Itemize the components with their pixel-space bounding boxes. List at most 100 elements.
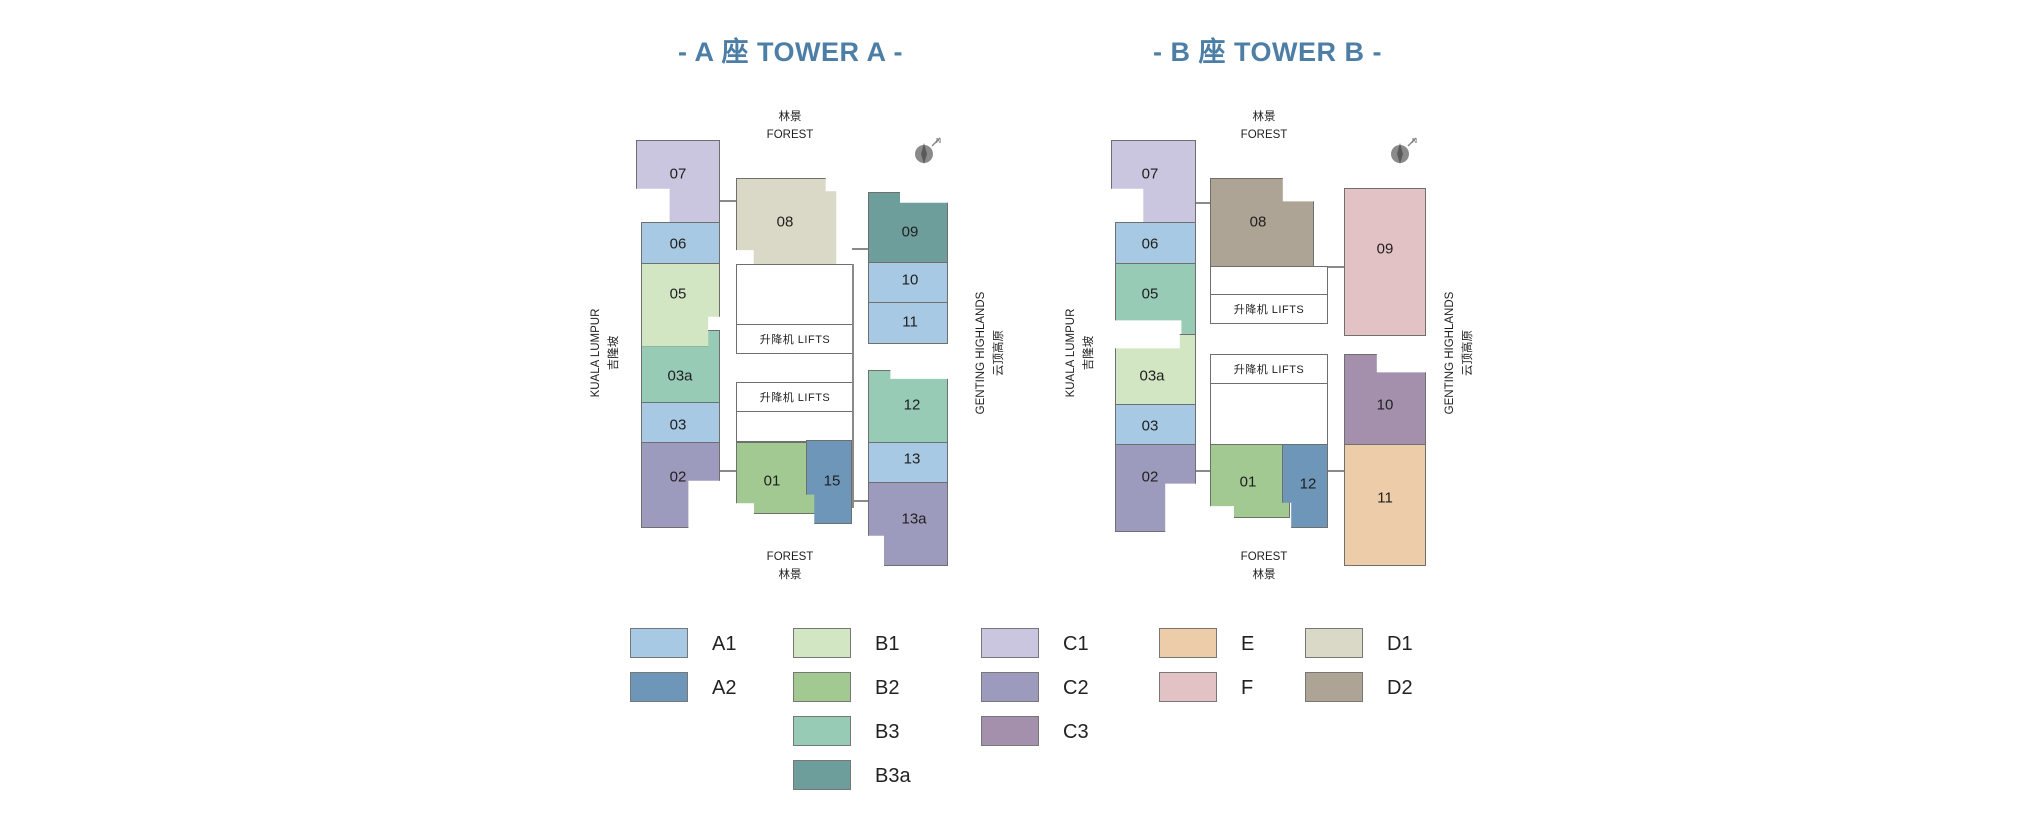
- unit-label: 03: [669, 416, 687, 434]
- legend-swatch: [1159, 628, 1217, 658]
- tower-b-unit-02[interactable]: [1115, 444, 1196, 532]
- connector-line: [720, 200, 736, 202]
- tower-b-east-label: GENTING HIGHLANDS 云顶高原: [1441, 278, 1477, 428]
- tower-a-east-label: GENTING HIGHLANDS 云顶高原: [972, 278, 1008, 428]
- unit-label: 12: [903, 396, 921, 414]
- svg-text:N: N: [936, 138, 941, 145]
- legend-label: F: [1241, 677, 1254, 699]
- unit-label: 08: [776, 213, 794, 231]
- legend-item-c3: C3: [981, 716, 1141, 748]
- connector-line: [1196, 202, 1210, 204]
- legend-item-a2: A2: [630, 672, 790, 704]
- north-en: FOREST: [766, 129, 814, 141]
- legend-label: A1: [712, 633, 737, 655]
- tower-b-title: - B 座 TOWER B -: [1153, 37, 1382, 67]
- tower-b-unit-05[interactable]: [1115, 263, 1196, 345]
- legend-label: D1: [1387, 633, 1413, 655]
- legend-item-b2: B2: [793, 672, 953, 704]
- legend-label: B2: [875, 677, 900, 699]
- east-cn: 云顶高原: [1462, 330, 1474, 376]
- south-en: FOREST: [766, 551, 814, 563]
- tower-b-north-label: 林景 FOREST: [1234, 108, 1294, 144]
- connector-line: [852, 500, 868, 502]
- tower-a-unit-08[interactable]: [736, 178, 837, 266]
- legend-label: B1: [875, 633, 900, 655]
- west-en: KUALA LUMPUR: [1065, 308, 1077, 398]
- tower-a-south-label: FOREST 林景: [760, 548, 820, 584]
- south-cn: 林景: [1252, 569, 1276, 581]
- tower-b-west-label: KUALA LUMPUR 吉隆坡: [1062, 293, 1098, 413]
- west-en: KUALA LUMPUR: [590, 308, 602, 398]
- legend-label: A2: [712, 677, 737, 699]
- east-cn: 云顶高原: [993, 330, 1005, 376]
- legend-swatch: [630, 672, 688, 702]
- legend-item-c1: C1: [981, 628, 1141, 660]
- unit-label: 03: [1141, 417, 1159, 435]
- north-cn: 林景: [778, 111, 802, 123]
- unit-label: 07: [669, 165, 687, 183]
- legend-item-b3a: B3a: [793, 760, 953, 792]
- tower-b-unit-06[interactable]: [1115, 222, 1196, 264]
- legend-label: C3: [1063, 721, 1089, 743]
- north-cn: 林景: [1252, 111, 1276, 123]
- tower-a-title: - A 座 TOWER A -: [678, 37, 903, 67]
- tower-a-unit-13[interactable]: [868, 442, 948, 484]
- unit-label: 01: [763, 472, 781, 490]
- legend-swatch: [793, 628, 851, 658]
- tower-b-lift-lower-label-box: [1210, 354, 1328, 384]
- tower-a-unit-10[interactable]: [868, 262, 948, 304]
- legend-swatch: [981, 716, 1039, 746]
- legend-swatch: [793, 760, 851, 790]
- tower-a-unit-06[interactable]: [641, 222, 720, 264]
- legend-label: C2: [1063, 677, 1089, 699]
- legend-item-d2: D2: [1305, 672, 1465, 704]
- unit-label: 03a: [1139, 367, 1165, 385]
- tower-b-unit-09[interactable]: [1344, 188, 1426, 336]
- legend-swatch: [1305, 628, 1363, 658]
- unit-label: 11: [902, 313, 918, 331]
- unit-label: 05: [1141, 285, 1159, 303]
- unit-label: 09: [1376, 240, 1394, 258]
- legend-item-c2: C2: [981, 672, 1141, 704]
- tower-b-south-label: FOREST 林景: [1234, 548, 1294, 584]
- legend-label: C1: [1063, 633, 1089, 655]
- legend-swatch: [793, 716, 851, 746]
- connector-line: [852, 248, 868, 250]
- south-en: FOREST: [1240, 551, 1288, 563]
- tower-a-lift-upper-label-box: [736, 324, 854, 354]
- legend-swatch: [981, 628, 1039, 658]
- unit-label: 10: [901, 271, 919, 289]
- tower-a-north-label: 林景 FOREST: [760, 108, 820, 144]
- north-en: FOREST: [1240, 129, 1288, 141]
- unit-label: 13a: [901, 510, 927, 528]
- connector-line: [720, 470, 736, 472]
- unit-label: 11: [1377, 489, 1393, 507]
- compass-icon: N: [915, 137, 941, 164]
- tower-a-unit-11[interactable]: [868, 302, 948, 344]
- unit-label: 15: [823, 472, 841, 490]
- legend-label: B3a: [875, 765, 911, 787]
- unit-label: 10: [1376, 396, 1394, 414]
- tower-a-unit-05[interactable]: [641, 263, 720, 347]
- legend-item-e: E: [1159, 628, 1319, 660]
- legend-item-d1: D1: [1305, 628, 1465, 660]
- unit-label: 05: [669, 285, 687, 303]
- tower-b-unit-11[interactable]: [1344, 444, 1426, 566]
- connector-line: [1328, 470, 1344, 472]
- east-en: GENTING HIGHLANDS: [975, 291, 987, 415]
- tower-a-lift1-label: 升降机 LIFTS: [759, 334, 831, 346]
- tower-a-west-label: KUALA LUMPUR 吉隆坡: [587, 293, 623, 413]
- connector-line: [852, 264, 854, 508]
- legend-item-b1: B1: [793, 628, 953, 660]
- unit-label: 09: [901, 223, 919, 241]
- connector-line: [1328, 266, 1344, 268]
- east-en: GENTING HIGHLANDS: [1444, 291, 1456, 415]
- legend-swatch: [1159, 672, 1217, 702]
- legend-label: E: [1241, 633, 1255, 655]
- west-cn: 吉隆坡: [608, 335, 620, 371]
- unit-label: 01: [1239, 473, 1257, 491]
- tower-b-lift-upper-label-box: [1210, 294, 1328, 324]
- unit-label: 02: [669, 468, 687, 486]
- unit-label: 07: [1141, 165, 1159, 183]
- tower-a-unit-01[interactable]: [736, 442, 818, 514]
